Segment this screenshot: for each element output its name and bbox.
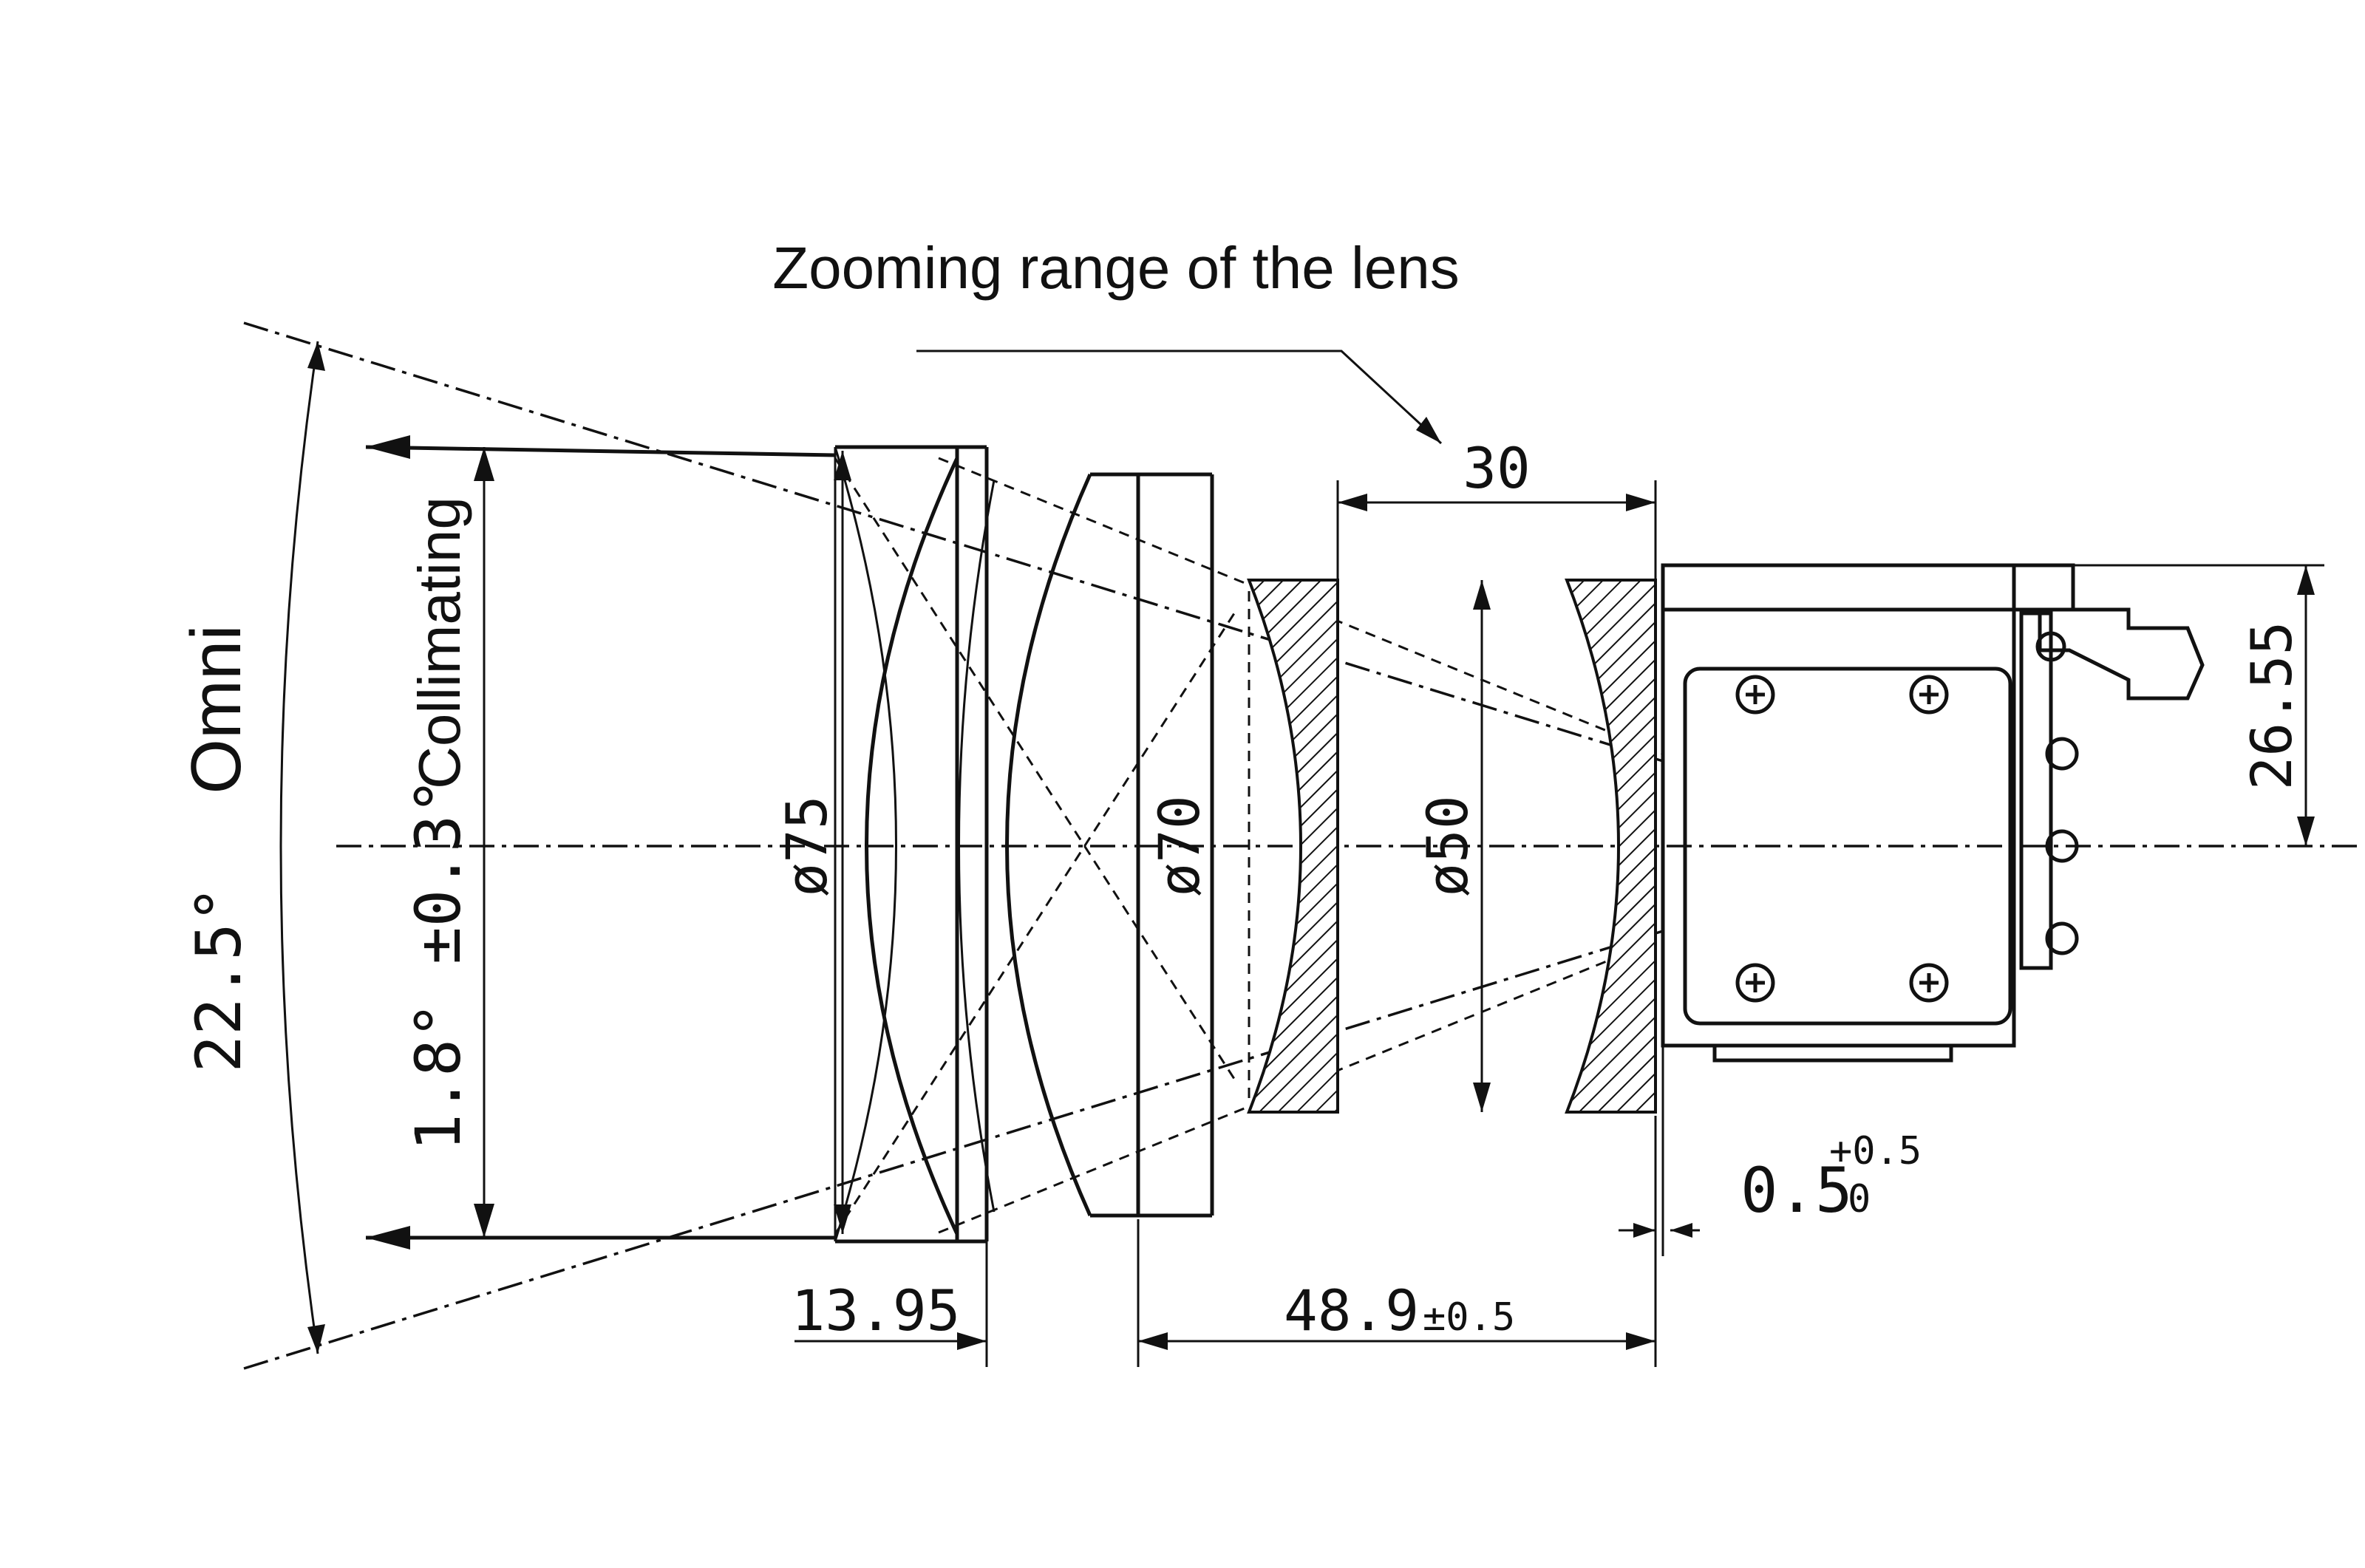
- collimating-angle-label: 1.8° ±0.3°: [402, 777, 474, 1151]
- connector-2: [2045, 829, 2079, 863]
- mounting-screw-1: [1735, 675, 1775, 715]
- dim-0-5: 0.5: [1740, 1154, 1853, 1227]
- sensor-housing: [1661, 563, 2205, 1063]
- dim-30: 30: [1463, 435, 1531, 501]
- zoom-range-label: Zooming range of the lens: [772, 235, 1459, 301]
- omni-ray-top: [243, 321, 1664, 763]
- mounting-screw-3: [1735, 963, 1775, 1003]
- dim-d50: ø50: [1415, 795, 1480, 896]
- connector-4: [2035, 631, 2066, 662]
- connector-3: [2045, 921, 2079, 955]
- lens-hatched-1: [1247, 579, 1339, 1114]
- dim-d70: ø70: [1146, 795, 1212, 896]
- connector-1: [2045, 737, 2079, 771]
- collimated-ray-top: [365, 445, 836, 457]
- dim-0-5-lower-tol: 0: [1848, 1177, 1871, 1221]
- omni-angle-label: 22.5°: [183, 886, 255, 1073]
- omni-ray-bottom: [243, 930, 1664, 1370]
- converging-ray-4: [834, 457, 1236, 1080]
- omni-angle-arc: [279, 341, 319, 1354]
- collimating-label: Collimating: [406, 497, 472, 789]
- converging-ray-3: [834, 613, 1236, 1235]
- dim-48-9: 48.9: [1284, 1278, 1419, 1343]
- mounting-screw-2: [1909, 675, 1949, 715]
- mounting-screw-4: [1909, 963, 1949, 1003]
- dim-13-95: 13.95: [792, 1278, 961, 1343]
- lens-d75: [834, 445, 989, 1244]
- lens-hatched-2: [1565, 579, 1657, 1114]
- omni-label: Omni: [177, 624, 256, 794]
- dim-48-9-tolerance: ±0.5: [1423, 1295, 1515, 1340]
- zoom-leader: [916, 350, 1443, 445]
- dim-d75: ø75: [774, 795, 840, 896]
- dim-0-5-upper-tol: +0.5: [1829, 1129, 1922, 1173]
- dim-26-55: 26.55: [2239, 621, 2304, 791]
